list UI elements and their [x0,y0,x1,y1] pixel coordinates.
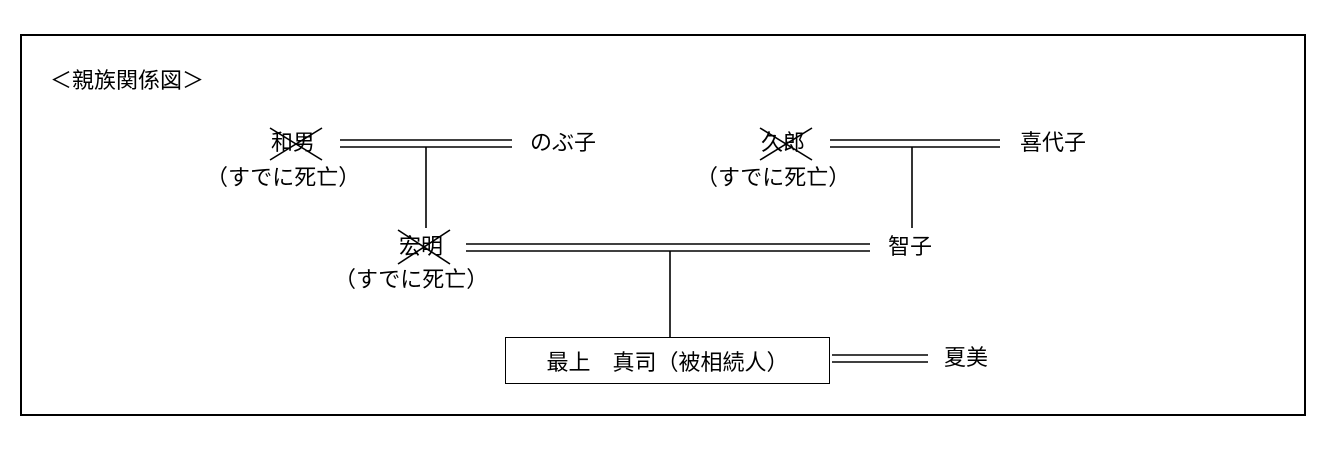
note-hiroaki: （すでに死亡） [334,268,489,293]
person-kiyoko: 喜代子 [1020,131,1087,156]
diagram-frame [20,34,1306,416]
person-hisao: 久郎 [761,131,806,156]
person-natsumi: 夏美 [944,346,989,371]
note-kazuo: （すでに死亡） [206,166,361,191]
person-hiroaki: 宏明 [399,235,444,260]
person-kazuo: 和男 [271,131,316,156]
deceased-cross-hiroaki [397,229,451,265]
deceased-cross-hisao [759,127,813,161]
person-tomoko: 智子 [888,235,933,260]
person-shinji: 最上 真司（被相続人） [546,350,789,376]
deceased-cross-kazuo [269,127,323,161]
note-hisao: （すでに死亡） [696,166,851,191]
diagram-title: ＜親族関係図＞ [50,69,205,94]
person-nobuko: のぶ子 [530,131,597,156]
decedent-box: 最上 真司（被相続人） [505,337,830,384]
